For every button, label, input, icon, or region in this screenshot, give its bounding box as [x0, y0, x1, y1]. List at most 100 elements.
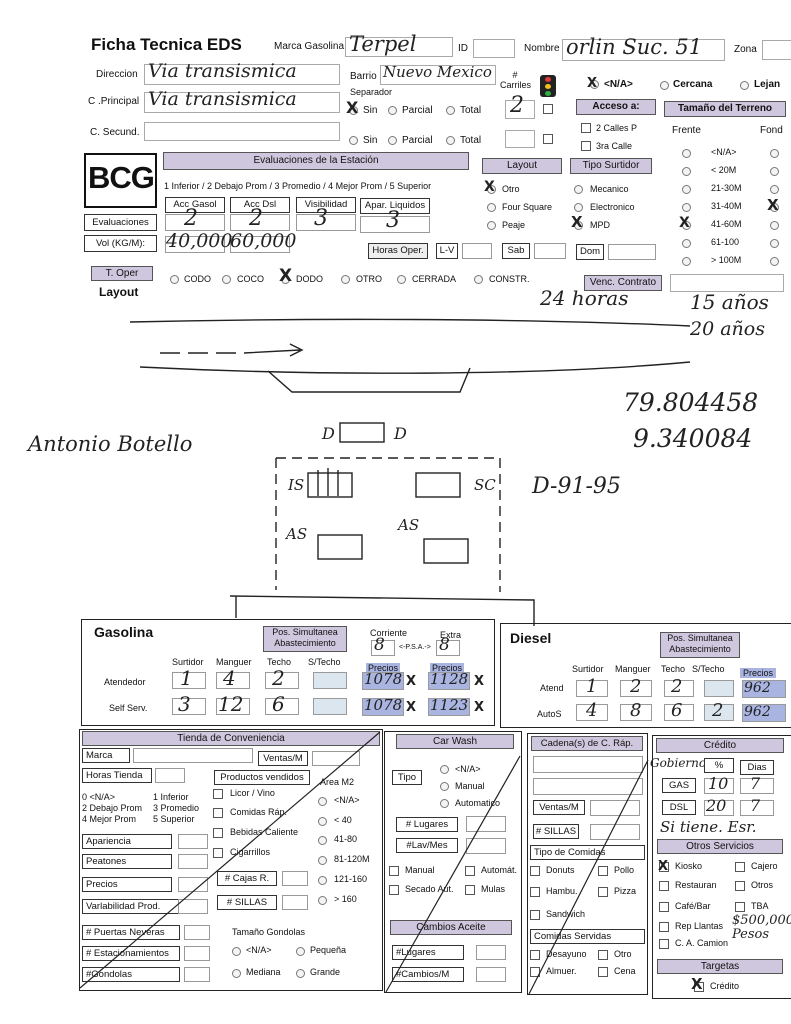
otros-serv-check[interactable]	[735, 881, 745, 891]
frente-gt100-radio[interactable]	[682, 257, 691, 266]
variabilidad-field[interactable]	[178, 899, 208, 914]
acc-dsl-field[interactable]	[230, 214, 290, 231]
donuts-check[interactable]	[530, 866, 540, 876]
ubicacion-na-radio[interactable]	[590, 80, 599, 89]
fondo-lt20-radio[interactable]	[770, 167, 779, 176]
gas-self-precio-1[interactable]	[362, 698, 404, 716]
carriles-check-1[interactable]	[543, 104, 553, 114]
kiosko-check[interactable]	[659, 862, 669, 872]
gas-self-precio-2[interactable]	[428, 698, 470, 716]
csecund-field[interactable]	[144, 122, 340, 141]
carriles-check-2[interactable]	[543, 134, 553, 144]
carriles-field[interactable]	[505, 100, 535, 119]
nombre-field[interactable]	[562, 39, 725, 61]
area-lt40-radio[interactable]	[318, 817, 327, 826]
area-81-120-radio[interactable]	[318, 856, 327, 865]
frente-41-60-radio[interactable]	[682, 221, 691, 230]
gas-dias-field[interactable]	[740, 778, 774, 794]
gas-self-techo[interactable]	[265, 698, 299, 715]
surtidor-mpd-radio[interactable]	[574, 221, 583, 230]
fondo-41-60-radio[interactable]	[770, 221, 779, 230]
toper-coco-radio[interactable]	[222, 275, 231, 284]
sep2-total-radio[interactable]	[446, 136, 455, 145]
bebidas-check[interactable]	[213, 828, 223, 838]
carwash-automat-check[interactable]	[465, 866, 475, 876]
layout-otro-radio[interactable]	[487, 185, 496, 194]
sep-parcial-radio[interactable]	[388, 106, 397, 115]
calles2-check[interactable]	[581, 123, 591, 133]
surtidor-electronico-radio[interactable]	[574, 203, 583, 212]
rep-llantas-check[interactable]	[659, 922, 669, 932]
layout-foursquare-radio[interactable]	[487, 203, 496, 212]
dsl-autos-manguer[interactable]	[620, 704, 652, 721]
dsl-atend-manguer[interactable]	[620, 680, 652, 697]
layout-peaje-radio[interactable]	[487, 221, 496, 230]
surtidor-mecanico-radio[interactable]	[574, 185, 583, 194]
dsl-dias-field[interactable]	[740, 800, 774, 816]
carwash-na-radio[interactable]	[440, 765, 449, 774]
toper-otro-radio[interactable]	[341, 275, 350, 284]
cprincipal-field[interactable]	[144, 92, 340, 113]
cambios-mes-field[interactable]	[476, 967, 506, 982]
area-gt160-radio[interactable]	[318, 896, 327, 905]
cajas-field[interactable]	[282, 871, 308, 886]
dsl-atend-techo[interactable]	[664, 680, 694, 697]
direccion-field[interactable]	[144, 64, 340, 85]
sep-sin-radio[interactable]	[349, 106, 358, 115]
lv-field[interactable]	[462, 243, 492, 259]
fondo-61-100-radio[interactable]	[770, 239, 779, 248]
fondo-na-radio[interactable]	[770, 149, 779, 158]
corriente-field[interactable]	[371, 640, 395, 656]
carriles2-field[interactable]	[505, 130, 535, 148]
fondo-gt100-radio[interactable]	[770, 257, 779, 266]
desayuno-check[interactable]	[530, 950, 540, 960]
frente-61-100-radio[interactable]	[682, 239, 691, 248]
dom-field[interactable]	[608, 244, 656, 260]
fondo-31-40-radio[interactable]	[770, 203, 779, 212]
area-na-radio[interactable]	[318, 797, 327, 806]
gas-atend-precio-2[interactable]	[428, 672, 470, 690]
gondolas-field[interactable]	[184, 967, 210, 982]
zona-field[interactable]	[762, 40, 791, 60]
toper-constr-radio[interactable]	[474, 275, 483, 284]
dsl-atend-stecho[interactable]	[704, 680, 734, 697]
carwash-auto-radio[interactable]	[440, 799, 449, 808]
fondo-21-30-radio[interactable]	[770, 185, 779, 194]
tienda-sillas-field[interactable]	[282, 895, 308, 910]
gas-atend-stecho[interactable]	[313, 672, 347, 689]
sep2-parcial-radio[interactable]	[388, 136, 397, 145]
gondola-na-radio[interactable]	[232, 947, 241, 956]
gas-self-surtidor[interactable]	[172, 698, 206, 715]
vol-gasol-field[interactable]	[165, 236, 225, 253]
pollo-check[interactable]	[598, 866, 608, 876]
gondola-grande-radio[interactable]	[296, 969, 305, 978]
carwash-mulas-check[interactable]	[465, 885, 475, 895]
dsl-pct-field[interactable]	[704, 800, 734, 816]
carwash-manual-radio[interactable]	[440, 782, 449, 791]
tienda-ventas-field[interactable]	[312, 751, 360, 766]
gas-atend-surtidor[interactable]	[172, 672, 206, 689]
cercana-radio[interactable]	[660, 81, 669, 90]
frente-lt20-radio[interactable]	[682, 167, 691, 176]
cadena-field-1[interactable]	[533, 756, 643, 773]
estacionamientos-field[interactable]	[184, 946, 210, 961]
horas-tienda-field[interactable]	[155, 768, 185, 783]
gondola-mediana-radio[interactable]	[232, 969, 241, 978]
gondola-pequena-radio[interactable]	[296, 947, 305, 956]
venc-contrato-field[interactable]	[670, 274, 784, 292]
cajero-check[interactable]	[735, 862, 745, 872]
precios-field[interactable]	[178, 877, 208, 892]
gas-atend-precio-1[interactable]	[362, 672, 404, 690]
cadena-field-2[interactable]	[533, 778, 643, 795]
hambu-check[interactable]	[530, 887, 540, 897]
toper-dodo-radio[interactable]	[281, 275, 290, 284]
carwash-manual-check[interactable]	[389, 866, 399, 876]
dsl-autos-precio[interactable]	[742, 704, 786, 722]
dsl-autos-stecho[interactable]	[704, 704, 734, 721]
lejana-radio[interactable]	[740, 81, 749, 90]
puertas-field[interactable]	[184, 925, 210, 940]
sandwich-check[interactable]	[530, 910, 540, 920]
area-121-160-radio[interactable]	[318, 876, 327, 885]
apar-liquidos-field[interactable]	[360, 216, 430, 233]
sep2-sin-radio[interactable]	[349, 136, 358, 145]
